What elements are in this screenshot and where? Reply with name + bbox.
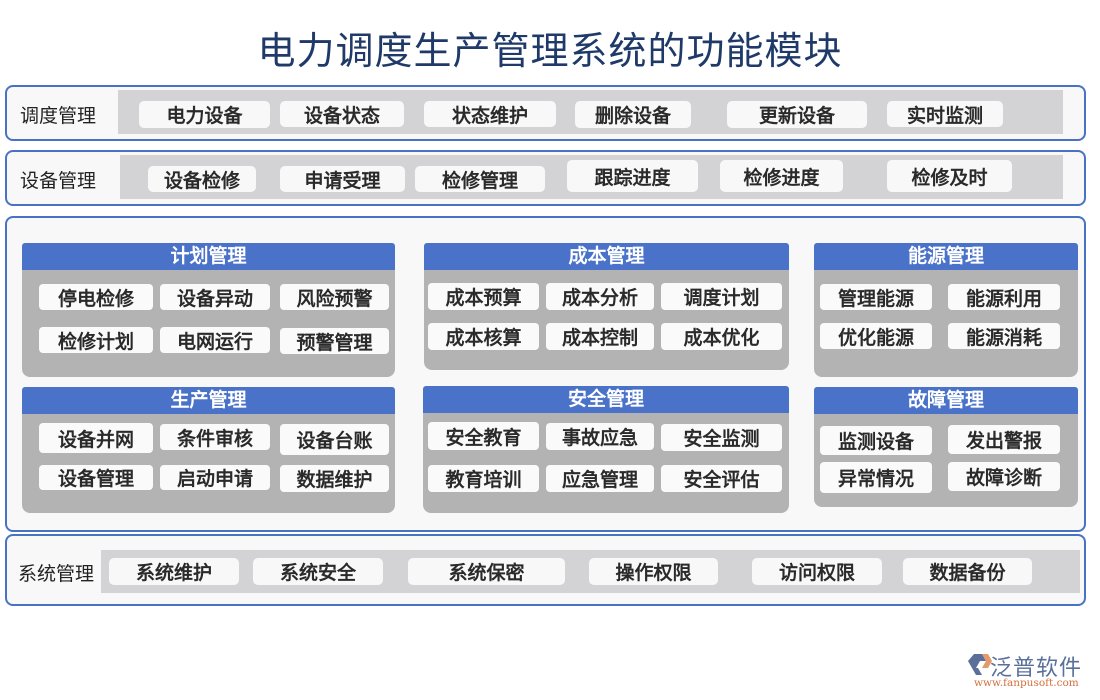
module-item[interactable]: 数据维护 bbox=[280, 465, 389, 492]
item-operation-permission[interactable]: 操作权限 bbox=[589, 558, 718, 585]
item-power-equipment[interactable]: 电力设备 bbox=[139, 101, 270, 128]
module-title-energy: 能源管理 bbox=[814, 243, 1078, 270]
module-item[interactable]: 教育培训 bbox=[428, 465, 539, 492]
item-system-secrecy[interactable]: 系统保密 bbox=[408, 558, 565, 585]
module-planning: 计划管理 停电检修 设备异动 风险预警 检修计划 电网运行 预警管理 bbox=[22, 243, 395, 377]
module-item[interactable]: 成本优化 bbox=[661, 323, 782, 350]
module-item[interactable]: 监测设备 bbox=[820, 426, 932, 455]
module-item[interactable]: 成本控制 bbox=[546, 323, 654, 350]
module-item[interactable]: 电网运行 bbox=[160, 327, 270, 353]
module-title-cost: 成本管理 bbox=[424, 243, 789, 270]
row-label-dispatch: 调度管理 bbox=[20, 105, 97, 127]
page-title: 电力调度生产管理系统的功能模块 bbox=[257, 29, 843, 73]
module-item[interactable]: 发出警报 bbox=[948, 425, 1060, 454]
module-item[interactable]: 安全评估 bbox=[661, 465, 782, 492]
item-realtime-monitoring[interactable]: 实时监测 bbox=[887, 101, 1003, 127]
module-item[interactable]: 异常情况 bbox=[820, 462, 932, 493]
item-status-maintenance[interactable]: 状态维护 bbox=[424, 101, 556, 127]
item-repair-management[interactable]: 检修管理 bbox=[415, 166, 545, 192]
module-item[interactable]: 成本分析 bbox=[546, 283, 654, 310]
module-item[interactable]: 条件审核 bbox=[160, 424, 270, 450]
item-track-progress[interactable]: 跟踪进度 bbox=[567, 160, 698, 192]
module-title-planning: 计划管理 bbox=[22, 243, 395, 270]
module-item[interactable]: 管理能源 bbox=[820, 284, 932, 310]
item-repair-progress[interactable]: 检修进度 bbox=[720, 160, 843, 192]
module-item[interactable]: 应急管理 bbox=[546, 465, 654, 492]
item-update-equipment[interactable]: 更新设备 bbox=[727, 101, 867, 128]
module-item[interactable]: 设备异动 bbox=[160, 284, 270, 310]
module-item[interactable]: 成本核算 bbox=[428, 323, 539, 350]
logo-name: 泛普软件 bbox=[990, 656, 1083, 681]
module-item[interactable]: 启动申请 bbox=[160, 465, 270, 490]
item-request-acceptance[interactable]: 申请受理 bbox=[280, 166, 405, 192]
module-production: 生产管理 设备并网 条件审核 设备台账 设备管理 启动申请 数据维护 bbox=[22, 387, 395, 513]
module-item[interactable]: 安全教育 bbox=[428, 422, 539, 450]
fanpu-logo-icon bbox=[968, 654, 992, 675]
module-title-safety: 安全管理 bbox=[423, 386, 789, 413]
item-repair-timely[interactable]: 检修及时 bbox=[887, 160, 1012, 192]
item-equipment-repair[interactable]: 设备检修 bbox=[148, 166, 256, 192]
module-title-production: 生产管理 bbox=[22, 387, 395, 414]
item-delete-equipment[interactable]: 删除设备 bbox=[575, 101, 691, 128]
row-label-equipment: 设备管理 bbox=[20, 170, 97, 192]
item-system-security[interactable]: 系统安全 bbox=[253, 558, 383, 585]
module-safety: 安全管理 安全教育 事故应急 安全监测 教育培训 应急管理 安全评估 bbox=[423, 386, 789, 513]
module-item[interactable]: 检修计划 bbox=[39, 327, 153, 353]
module-fault: 故障管理 监测设备 发出警报 异常情况 故障诊断 bbox=[814, 387, 1078, 507]
item-data-backup[interactable]: 数据备份 bbox=[903, 558, 1032, 585]
item-equipment-status[interactable]: 设备状态 bbox=[280, 101, 404, 127]
logo-url: www.fanpusoft.com bbox=[974, 677, 1079, 689]
module-title-fault: 故障管理 bbox=[814, 387, 1078, 414]
module-item[interactable]: 设备并网 bbox=[39, 423, 153, 453]
module-energy: 能源管理 管理能源 能源利用 优化能源 能源消耗 bbox=[814, 243, 1078, 377]
row-label-system: 系统管理 bbox=[18, 563, 95, 585]
module-item[interactable]: 能源利用 bbox=[948, 284, 1060, 310]
module-item[interactable]: 成本预算 bbox=[428, 283, 539, 310]
item-access-permission[interactable]: 访问权限 bbox=[752, 558, 882, 585]
module-item[interactable]: 设备台账 bbox=[280, 424, 389, 455]
module-item[interactable]: 安全监测 bbox=[661, 424, 782, 451]
module-cost: 成本管理 成本预算 成本分析 调度计划 成本核算 成本控制 成本优化 bbox=[424, 243, 789, 370]
module-item[interactable]: 优化能源 bbox=[820, 323, 932, 349]
module-item[interactable]: 调度计划 bbox=[661, 283, 782, 310]
module-item[interactable]: 能源消耗 bbox=[948, 323, 1060, 349]
module-item[interactable]: 停电检修 bbox=[39, 284, 153, 310]
module-item[interactable]: 预警管理 bbox=[280, 328, 389, 354]
module-item[interactable]: 风险预警 bbox=[280, 284, 389, 310]
item-system-maintenance[interactable]: 系统维护 bbox=[109, 558, 239, 585]
module-item[interactable]: 设备管理 bbox=[39, 465, 153, 490]
module-item[interactable]: 事故应急 bbox=[546, 423, 654, 450]
fanpu-logo: 泛普软件 www.fanpusoft.com bbox=[968, 652, 1093, 692]
module-item[interactable]: 故障诊断 bbox=[948, 462, 1060, 491]
